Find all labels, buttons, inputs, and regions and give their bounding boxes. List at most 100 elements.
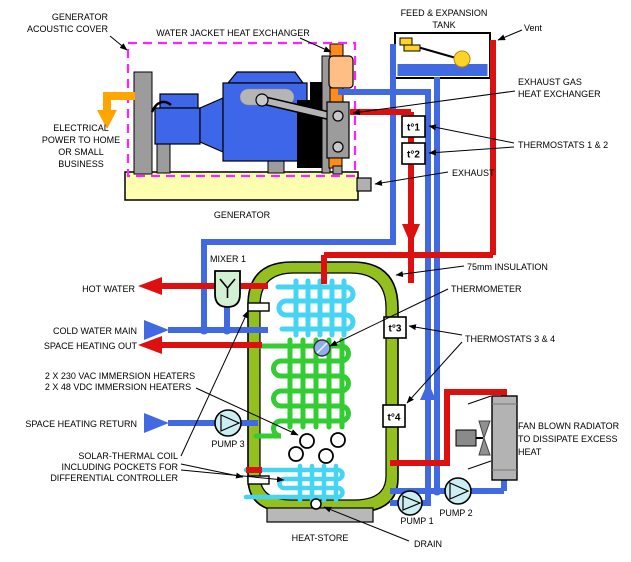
label-solar-3: DIFFERENTIAL CONTROLLER	[50, 473, 178, 483]
label-solar-2: INCLUDING POCKETS FOR	[61, 462, 178, 472]
pipe-junction-dot	[199, 325, 209, 335]
hot-water-arrowhead	[138, 277, 162, 295]
space-heating-coil	[253, 337, 351, 439]
pump-1	[397, 490, 423, 516]
generator-assembly	[97, 41, 372, 201]
alternator	[154, 107, 201, 145]
label-feed-expansion-2: TANK	[432, 20, 455, 30]
label-exhaust-gas-hx-1: EXHAUST GAS	[518, 77, 582, 87]
alternator-pillar	[156, 142, 171, 174]
label-heat-store: HEAT-STORE	[292, 533, 349, 543]
radiator-body	[491, 395, 518, 481]
label-space-heating-out: SPACE HEATING OUT	[44, 341, 138, 351]
return-flow-up-arrow	[420, 382, 436, 400]
float-ball	[453, 50, 471, 68]
immersion-heater-4	[318, 448, 334, 464]
label-immersion-2: 2 X 48 VDC IMMERSION HEATERS	[45, 382, 191, 392]
engine-return-pipe	[338, 89, 431, 491]
text-labels: GENERATOR ACOUSTIC COVER WATER JACKET HE…	[25, 8, 619, 549]
label-exhaust-gas-hx-2: HEAT EXCHANGER	[518, 89, 601, 99]
thermostat-t1-label: t°1	[407, 123, 420, 134]
mixer-y-glyph	[219, 278, 236, 298]
pointer-exhaust-gas-hx	[352, 90, 516, 116]
label-electrical-4: BUSINESS	[58, 159, 104, 169]
drain-plug	[310, 498, 322, 510]
pipe-junction-dot	[222, 325, 232, 335]
label-vent: Vent	[524, 23, 543, 33]
thermostat-t4-label: t°4	[388, 413, 401, 424]
pointer-solar-coil	[180, 469, 285, 483]
space-heating-return-arrowhead	[144, 413, 169, 433]
fan-blade-bottom	[478, 436, 491, 456]
label-thermostats-1-2: THERMOSTATS 1 & 2	[518, 140, 608, 150]
ballcock-valve	[403, 44, 421, 52]
engine-head-cover	[226, 71, 305, 84]
pump-1-rotor	[402, 495, 422, 511]
ballcock-valve-top	[399, 37, 413, 46]
exhaust-stub	[356, 177, 372, 192]
pointer-thermostat-1	[428, 124, 515, 144]
label-pump2: PUMP 2	[439, 508, 472, 518]
label-insulation: 75mm INSULATION	[467, 262, 548, 272]
water-jacket-heat-exchanger	[328, 55, 354, 89]
float-lever	[413, 45, 457, 59]
fan-motor	[455, 429, 477, 447]
pump-3-rotor	[220, 414, 241, 432]
fan-blade-top	[478, 420, 491, 440]
label-mixer1: MIXER 1	[210, 254, 246, 264]
thermostat-t3	[383, 316, 407, 339]
pump-2	[444, 477, 472, 505]
label-fan-radiator-1: FAN BLOWN RADIATOR	[518, 421, 620, 431]
feed-expansion-tank	[394, 32, 491, 79]
label-electrical-2: POWER TO HOME	[42, 135, 120, 145]
pump-3	[214, 409, 242, 437]
label-electrical-1: ELECTRICAL	[53, 123, 109, 133]
label-drain: DRAIN	[414, 539, 442, 549]
pointer-radiator-bottom	[467, 460, 492, 470]
pointer-pocket-upper	[180, 310, 249, 457]
label-generator: GENERATOR	[214, 210, 271, 220]
pump-2-rotor	[449, 482, 470, 500]
heat-store-tank	[247, 261, 399, 523]
water-jacket-plate-1	[297, 100, 310, 168]
dhw-coil	[275, 278, 356, 338]
label-thermostats-3-4: THERMOSTATS 3 & 4	[465, 334, 555, 344]
controller-pocket-lower	[247, 475, 270, 485]
label-generator-acoustic-cover-1: GENERATOR	[52, 12, 109, 22]
pointer-lines	[109, 29, 523, 542]
pointer-vent	[497, 29, 523, 41]
label-pump3: PUMP 3	[211, 439, 244, 449]
engine-coupling	[199, 97, 224, 153]
electrical-power-arrowhead	[97, 110, 117, 129]
thermostat-t2	[401, 142, 426, 165]
pointer-acoustic-cover	[109, 35, 128, 51]
thermostats: t°1 t°2 t°3 t°4	[382, 115, 426, 428]
label-feed-expansion-1: FEED & EXPANSION	[401, 8, 488, 18]
pointer-thermostat-3	[408, 324, 463, 336]
shaft-hub	[255, 93, 269, 107]
label-fan-radiator-3: HEAT	[518, 447, 542, 457]
label-electrical-3: OR SMALL	[58, 147, 104, 157]
pointer-water-jacket	[299, 37, 332, 53]
fan-blown-radiator	[455, 395, 518, 481]
pointer-exhaust	[374, 171, 449, 186]
thermometer-hatch	[316, 342, 328, 354]
pointer-thermostat-4	[406, 341, 463, 404]
thermostat-t1	[401, 115, 426, 138]
hx-foot	[332, 165, 343, 175]
pumps	[214, 409, 472, 516]
label-generator-acoustic-cover-2: ACOUSTIC COVER	[27, 24, 109, 34]
label-thermometer: THERMOMETER	[451, 284, 522, 294]
fe-tank-water	[397, 64, 488, 76]
electrical-power-pipe	[103, 92, 135, 110]
alternator-cable	[150, 100, 172, 113]
label-fan-radiator-2: TO DISSIPATE EXCESS	[518, 434, 618, 444]
label-immersion-1: 2 X 230 VAC IMMERSION HEATERS	[45, 371, 195, 381]
solar-coil	[243, 463, 345, 503]
space-heating-out-arrowhead	[138, 336, 162, 354]
label-solar-1: SOLAR-THERMAL COIL	[78, 451, 178, 461]
mixer-valve	[214, 270, 241, 308]
pipe-junction-dot	[432, 486, 442, 496]
hot-flow-down-arrow	[402, 224, 420, 245]
